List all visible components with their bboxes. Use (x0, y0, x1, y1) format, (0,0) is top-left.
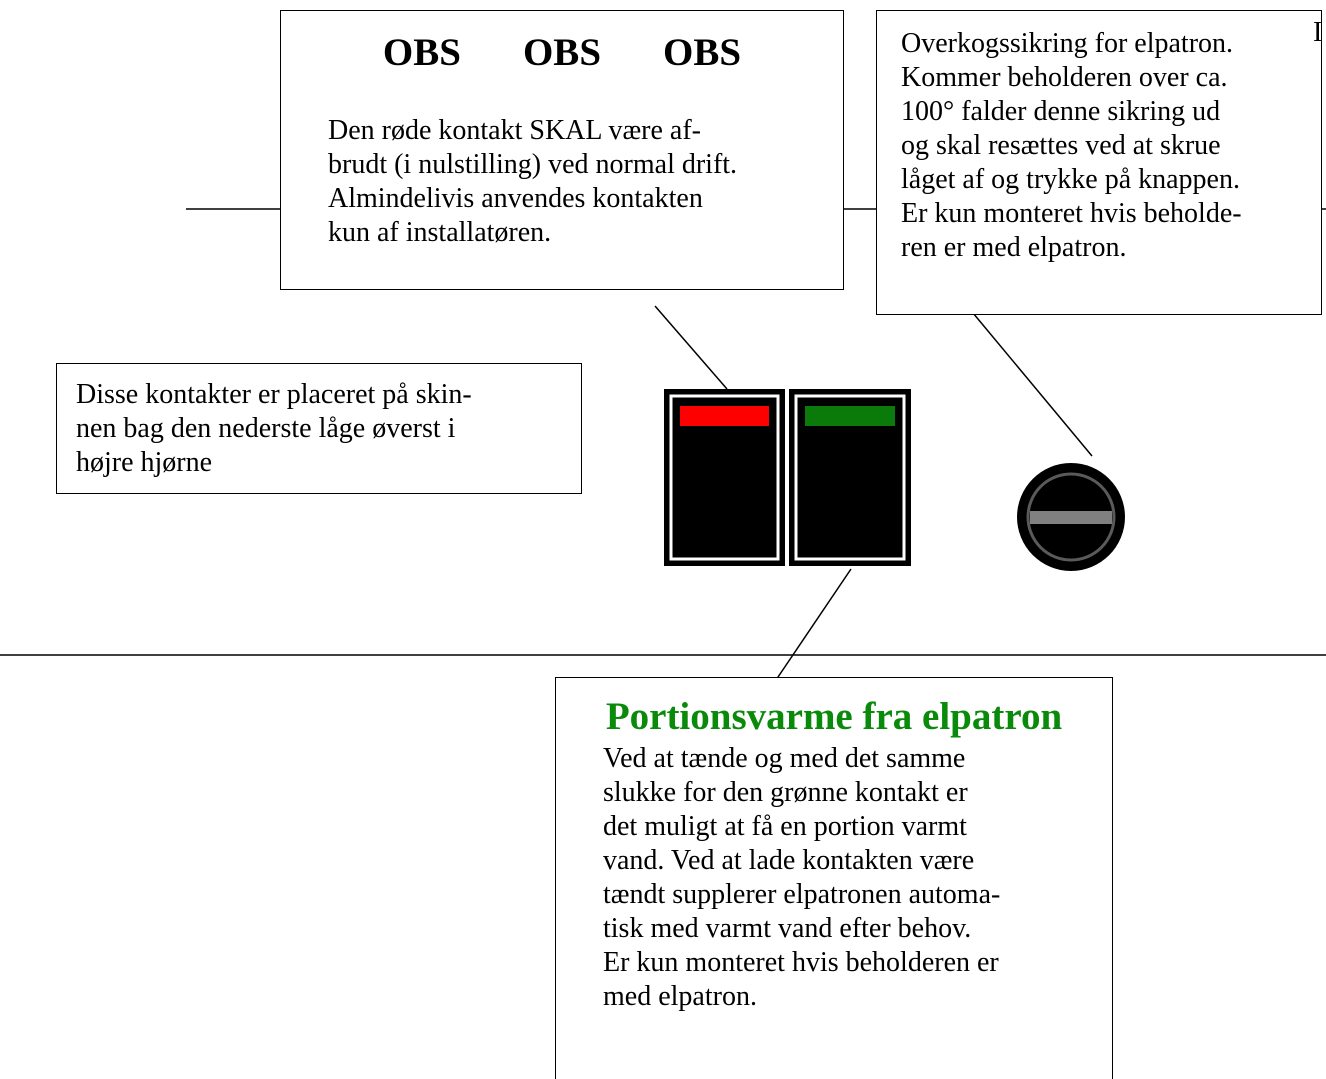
fuse-slot (1030, 511, 1112, 524)
location-note-box: Disse kontakter er placeret på skin- nen… (56, 363, 582, 494)
rocker-switch-red-icon[interactable] (664, 389, 785, 566)
obs-to-red-switch-line (654, 305, 728, 390)
overheat-fuse-callout: Overkogssikring for elpatron. Kommer beh… (876, 10, 1322, 315)
obs-warning-text: Den røde kontakt SKAL være af- brudt (i … (328, 115, 738, 248)
portion-heat-text: Ved at tænde og med det samme slukke for… (603, 743, 1001, 1012)
overkog-to-fuse-line (967, 306, 1093, 457)
green-switch-to-portion-line (775, 568, 852, 681)
obs-word: OBS (522, 31, 602, 74)
obs-word: OBS (663, 31, 742, 74)
portion-heat-callout: Portionsvarme fra elpatron Ved at tænde … (555, 677, 1113, 1079)
obs-title: OBS OBS OBS (281, 31, 843, 75)
obs-warning-box: OBS OBS OBS Den røde kontakt SKAL være a… (280, 10, 844, 290)
cut-off-text: I (1313, 17, 1323, 48)
red-switch-indicator (680, 406, 769, 426)
green-switch-indicator (805, 406, 895, 426)
portion-heat-title: Portionsvarme fra elpatron (605, 695, 1063, 738)
rocker-switch-green-icon[interactable] (789, 389, 911, 566)
obs-word: OBS (382, 31, 461, 74)
location-note-text: Disse kontakter er placeret på skin- nen… (76, 379, 472, 478)
screw-cap-fuse-icon[interactable] (1017, 463, 1125, 571)
overheat-fuse-text: Overkogssikring for elpatron. Kommer beh… (901, 28, 1242, 263)
